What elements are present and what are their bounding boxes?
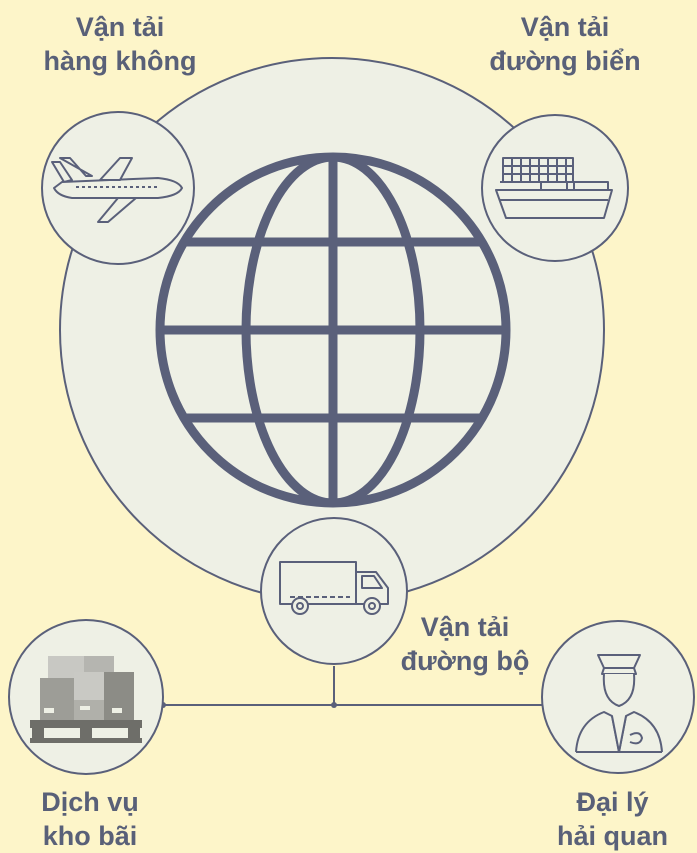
delivery-truck-icon: [279, 561, 389, 615]
label-air-line1: Vận tải: [75, 12, 165, 42]
connector-lines: [163, 666, 545, 706]
warehouse-boxes-icon: [30, 656, 142, 743]
globe-icon: [155, 152, 511, 508]
label-warehouse-line1: Dịch vụ: [41, 787, 139, 817]
label-warehouse: Dịch vụ kho bãi: [15, 785, 165, 853]
label-sea-line1: Vận tải: [520, 12, 610, 42]
label-customs: Đại lý hải quan: [530, 785, 695, 853]
label-warehouse-line2: kho bãi: [42, 821, 138, 851]
airplane-icon: [51, 157, 183, 223]
customs-officer-icon: [575, 654, 663, 753]
label-customs-line2: hải quan: [556, 821, 668, 851]
label-road-freight: Vận tải đường bộ: [385, 610, 545, 678]
label-sea-freight: Vận tải đường biển: [455, 10, 675, 78]
label-sea-line2: đường biển: [489, 46, 641, 76]
label-air-freight: Vận tải hàng không: [15, 10, 225, 78]
label-road-line1: Vận tải: [420, 612, 510, 642]
label-road-line2: đường bộ: [400, 646, 530, 676]
label-air-line2: hàng không: [43, 46, 197, 76]
cargo-ship-icon: [495, 157, 613, 219]
label-customs-line1: Đại lý: [576, 787, 649, 817]
